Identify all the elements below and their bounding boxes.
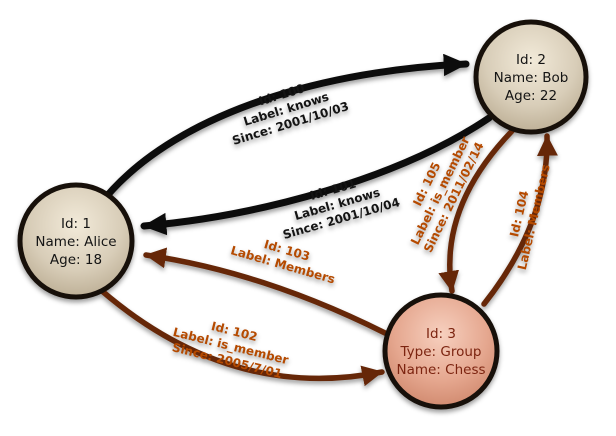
node-bob-age-text: Age: 22 [505,88,557,104]
node-alice-age-text: Age: 18 [50,252,102,268]
edge-layer [99,53,558,387]
node-alice-label: Id: 1 Name: Alice Age: 18 [35,216,116,268]
edge-knows-100-alice-to-bob [102,53,470,201]
node-group-type-text: Type: Group [400,344,482,360]
node-bob-name-text: Name: Bob [494,70,569,86]
node-group: Id: 3 Type: Group Name: Chess [382,292,500,410]
node-bob: Id: 2 Name: Bob Age: 22 [473,19,589,135]
edge-knows-101-bob-to-alice [140,114,493,236]
node-group-id-text: Id: 3 [426,326,456,342]
node-alice: Id: 1 Name: Alice Age: 18 [17,182,135,300]
node-group-circle [382,292,500,410]
node-bob-label: Id: 2 Name: Bob Age: 22 [494,52,569,104]
edge-members-103-group-to-alice [143,247,388,336]
node-bob-id-text: Id: 2 [516,52,546,68]
node-group-name-text: Name: Chess [396,362,485,378]
edge-members-104-group-to-bob [481,133,558,307]
node-group-label: Id: 3 Type: Group Name: Chess [396,326,485,378]
node-layer: Id: 1 Name: Alice Age: 18 Id: 2 Name: Bo… [17,19,589,410]
edge-is-member-105-bob-to-group [438,128,515,294]
edge-is-member-102-alice-to-group [99,288,385,387]
node-alice-id-text: Id: 1 [61,216,91,232]
node-alice-circle [17,182,135,300]
node-alice-name-text: Name: Alice [35,234,116,250]
node-bob-circle [473,19,589,135]
